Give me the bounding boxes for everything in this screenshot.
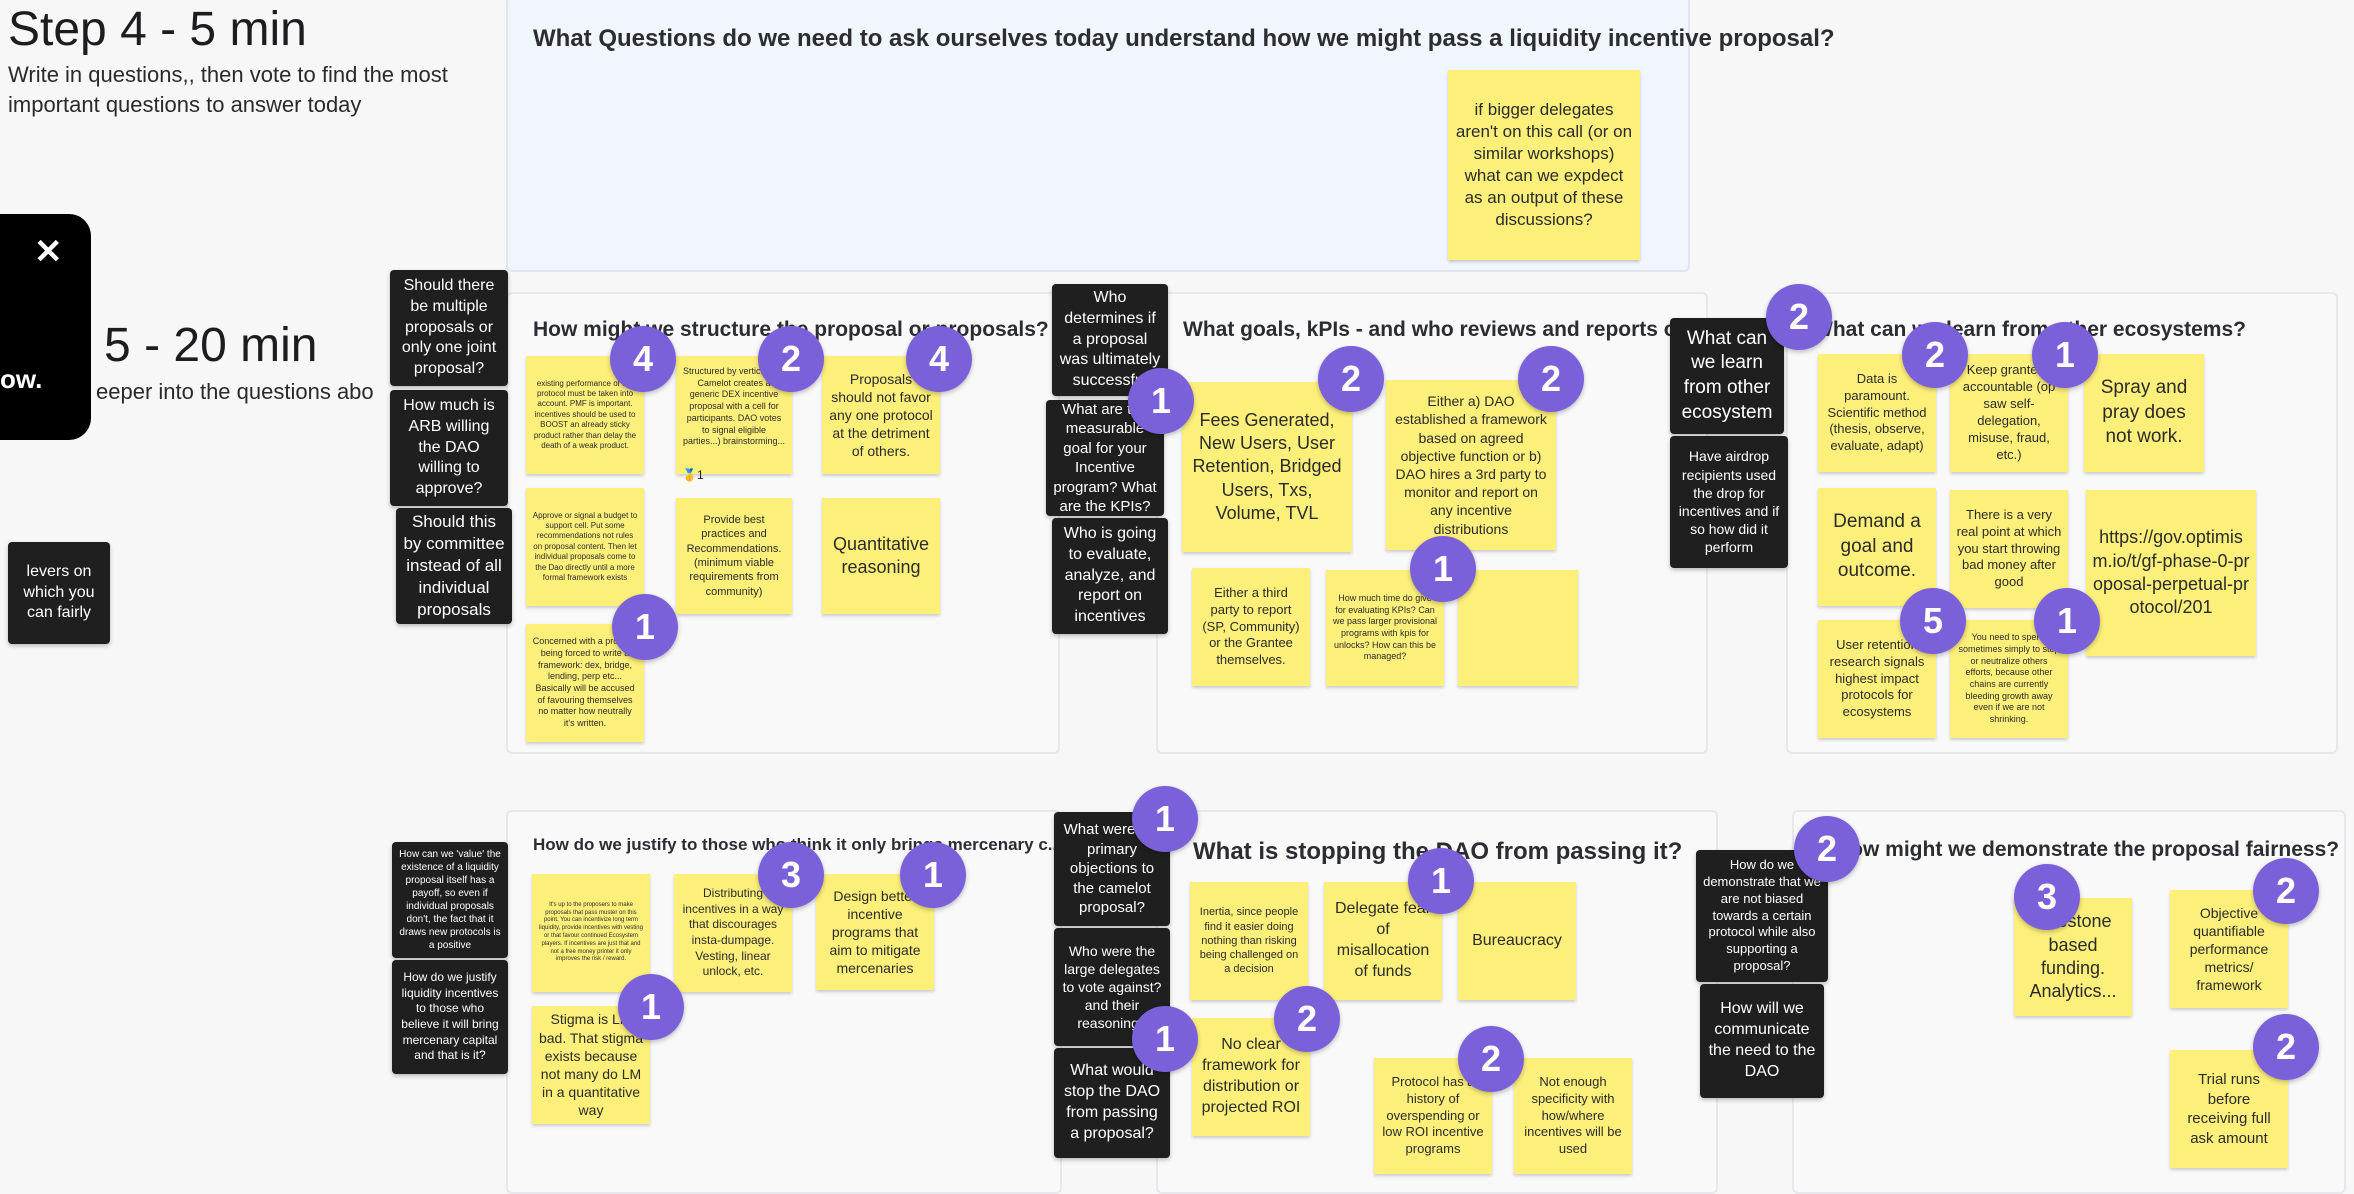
vote-count-badge[interactable]: 2 [1902,322,1968,388]
sticky-note[interactable]: There is a very real point at which you … [1950,490,2068,608]
sticky-note[interactable]: Milestone based funding. Analytics... [2014,898,2132,1016]
reaction-medal-icon[interactable]: 🥇1 [682,468,704,482]
vote-count-badge[interactable]: 1 [1128,368,1194,434]
vote-count-badge[interactable]: 3 [758,842,824,908]
sticky-note[interactable]: Keep grantees accountable (op saw self-d… [1950,354,2068,472]
sticky-note[interactable]: https://gov.optimism.io/t/gf-phase-0-pro… [2086,490,2256,656]
vote-count-badge[interactable]: 2 [1766,284,1832,350]
frame-title-fairness: How might we demonstrate the proposal fa… [1835,838,2340,861]
dark-note[interactable]: How will we communicate the need to the … [1700,984,1824,1098]
close-icon[interactable]: ✕ [34,233,63,271]
sticky-note[interactable]: Proposals should not favor any one proto… [822,356,940,474]
side-panel[interactable]: ✕ ow. [0,214,91,440]
sticky-note[interactable]: Protocol has a history of overspending o… [1374,1058,1492,1174]
vote-count-badge[interactable]: 2 [1318,346,1384,412]
dark-note[interactable]: Have airdrop recipients used the drop fo… [1670,436,1788,568]
dark-note[interactable]: What are the measurable goal for your In… [1046,400,1164,516]
sticky-note[interactable]: existing performance of the protocol mus… [526,356,644,474]
dark-note[interactable]: How much is ARB willing the DAO willing … [390,390,508,506]
dark-note[interactable]: How do we justify liquidity incentives t… [392,960,508,1074]
vote-count-badge[interactable]: 2 [1274,986,1340,1052]
vote-count-badge[interactable]: 1 [2032,322,2098,388]
sticky-note[interactable]: if bigger delegates aren't on this call … [1448,70,1640,260]
vote-count-badge[interactable]: 4 [610,326,676,392]
vote-count-badge[interactable]: 3 [2014,864,2080,930]
dark-note[interactable]: Should this by committee instead of all … [396,508,512,624]
side-panel-text: ow. [0,364,43,394]
sticky-note[interactable]: Concerned with a protocol being forced t… [526,624,644,742]
sticky-note[interactable]: Spray and pray does not work. [2084,354,2204,472]
dark-note[interactable]: What can we learn from other ecosystem [1670,318,1784,434]
sticky-note[interactable]: Demand a goal and outcome. [1818,488,1936,606]
vote-count-badge[interactable]: 1 [900,842,966,908]
sticky-note[interactable]: User retention research signals highest … [1818,620,1936,738]
vote-count-badge[interactable]: 2 [1518,346,1584,412]
dark-note-levers[interactable]: levers on which you can fairly [8,542,110,644]
sticky-note[interactable]: Objective quantifiable performance metri… [2170,890,2288,1008]
sticky-note[interactable]: Not enough specificity with how/where in… [1514,1058,1632,1174]
sticky-note[interactable] [1458,570,1578,686]
step-4-heading: Step 4 - 5 min [8,3,307,56]
sticky-note[interactable]: Fees Generated, New Users, User Retentio… [1182,382,1352,552]
step-5-heading: p 5 - 20 min [64,319,318,372]
sticky-note[interactable]: Quantitative reasoning [822,498,940,614]
vote-count-badge[interactable]: 2 [2253,1014,2319,1080]
sticky-note[interactable]: Structured by vertical (i.e. Camelot cre… [676,356,792,474]
sticky-note[interactable]: Either a third party to report (SP, Comm… [1192,568,1310,686]
sticky-note[interactable]: Inertia, since people find it easier doi… [1190,882,1308,1000]
sticky-note[interactable]: Bureaucracy [1458,882,1576,1000]
vote-count-badge[interactable]: 2 [758,326,824,392]
vote-count-badge[interactable]: 1 [618,974,684,1040]
vote-count-badge[interactable]: 1 [1132,1006,1198,1072]
step-5-description: eeper into the questions abo [96,379,374,404]
vote-count-badge[interactable]: 2 [1794,816,1860,882]
questions-frame-title: What Questions do we need to ask ourselv… [533,25,1835,52]
vote-count-badge[interactable]: 2 [1458,1026,1524,1092]
vote-count-badge[interactable]: 1 [612,594,678,660]
sticky-note[interactable]: Approve or signal a budget to support ce… [526,488,644,606]
dark-note[interactable]: Should there be multiple proposals or on… [390,270,508,386]
vote-count-badge[interactable]: 5 [1900,588,1966,654]
vote-count-badge[interactable]: 2 [2253,858,2319,924]
reaction-emoji: 🥇 [682,468,697,482]
dark-note[interactable]: What would stop the DAO from passing a p… [1054,1048,1170,1158]
dark-note[interactable]: How can we 'value' the existence of a li… [392,842,508,958]
sticky-note[interactable]: You need to spend sometimes simply to st… [1950,620,2068,738]
sticky-note[interactable]: It's up to the proposers to make proposa… [532,874,650,992]
step-4-description: Write in questions,, then vote to find t… [8,62,448,117]
dark-note[interactable]: Who is going to evaluate, analyze, and r… [1052,518,1168,634]
vote-count-badge[interactable]: 1 [2034,588,2100,654]
vote-count-badge[interactable]: 1 [1410,536,1476,602]
sticky-note[interactable]: How much time do give for evaluating KPI… [1326,570,1444,686]
sticky-note[interactable]: No clear framework for distribution or p… [1192,1018,1310,1136]
vote-count-badge[interactable]: 4 [906,326,972,392]
reaction-count: 1 [696,468,704,482]
vote-count-badge[interactable]: 1 [1132,786,1198,852]
sticky-note[interactable]: Either a) DAO established a framework ba… [1386,380,1556,550]
vote-count-badge[interactable]: 1 [1408,848,1474,914]
frame-title-goals: What goals, kPIs - and who reviews and r… [1183,318,1709,341]
sticky-note[interactable]: Provide best practices and Recommendatio… [676,498,792,614]
